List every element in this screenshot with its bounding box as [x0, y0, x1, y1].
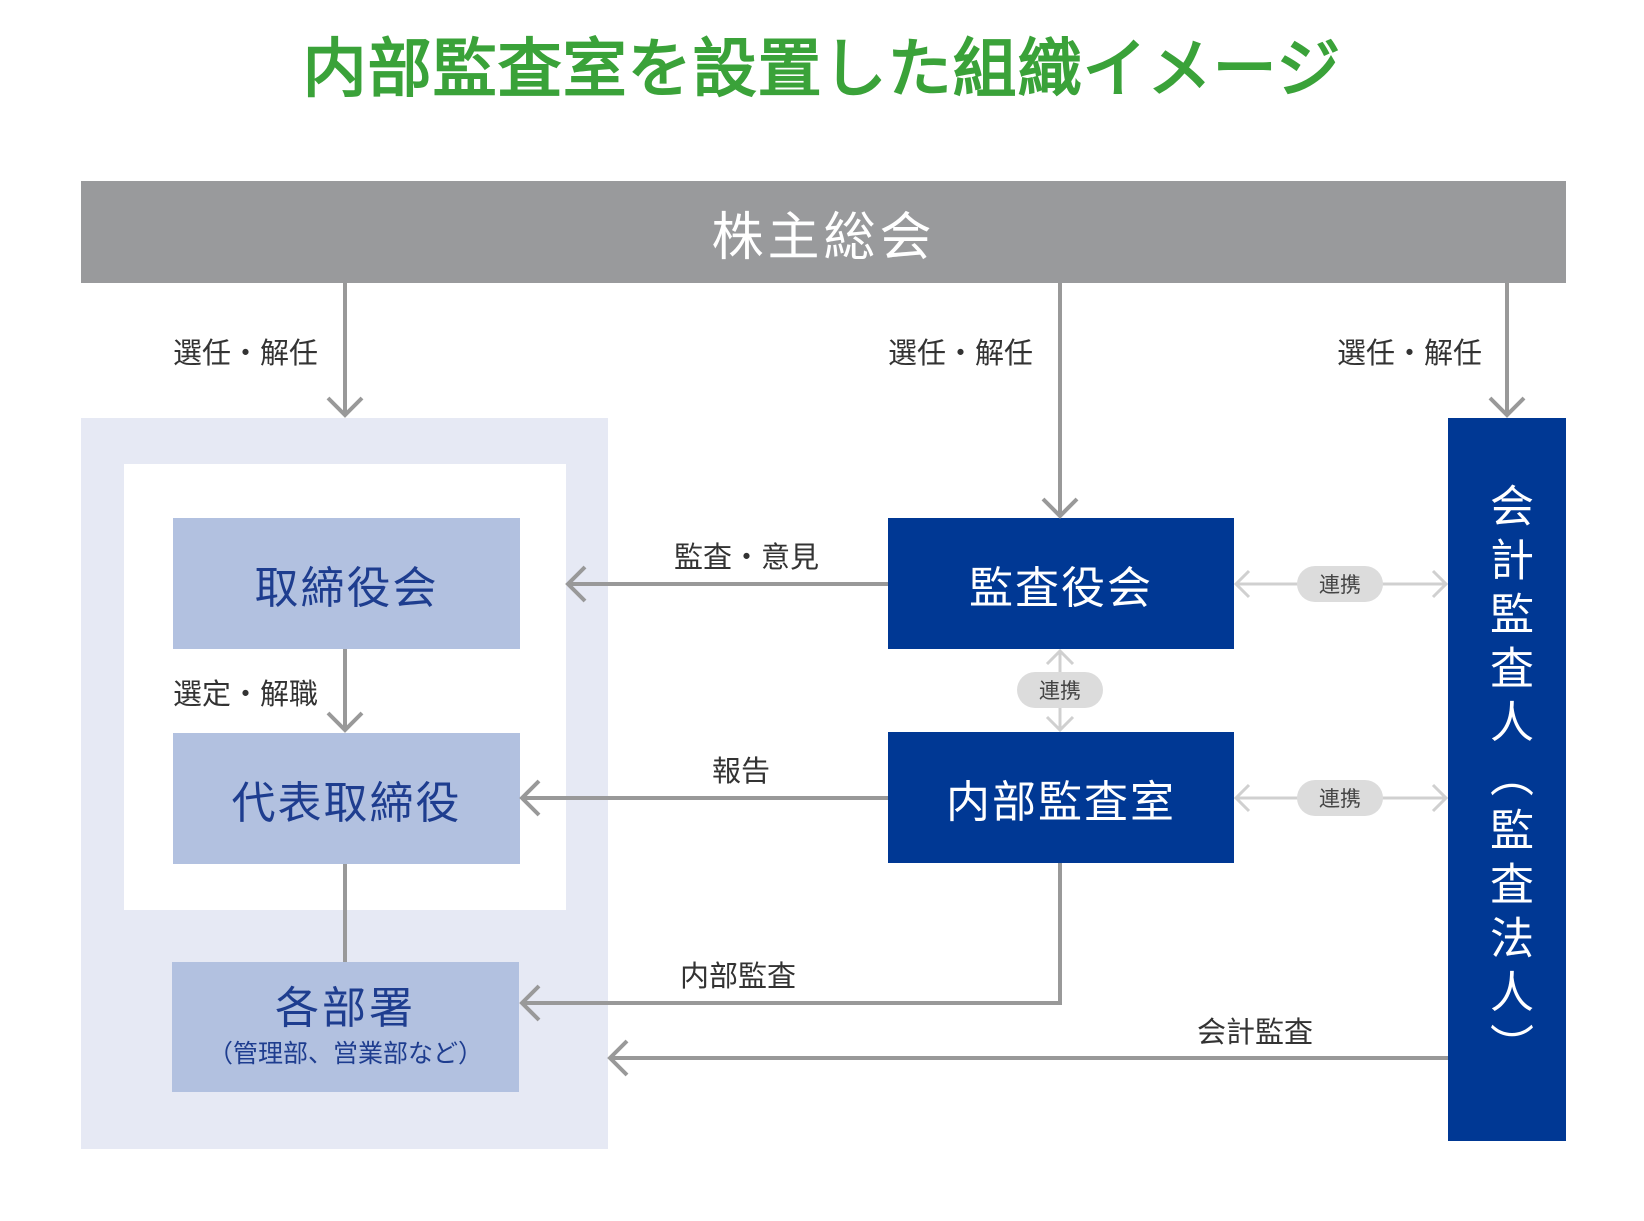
label-accounting-audit: 会計監査 [1197, 1015, 1314, 1049]
audit-board-box: 監査役会 [888, 518, 1234, 649]
departments-label: 各部署 [275, 983, 416, 1034]
arrowhead-internal-audit-to-ceo [519, 779, 541, 817]
internal-audit-label: 内部監査室 [946, 776, 1176, 828]
board-of-directors-box: 取締役会 [173, 518, 520, 649]
label-appoint-auditor: 選任・解任 [1337, 336, 1483, 370]
arrowhead-board-to-ceo [326, 711, 364, 733]
diagram-title: 内部監査室を設置した組織イメージ [302, 33, 1342, 107]
ceo-box: 代表取締役 [173, 733, 520, 864]
coop-badge-label: 連携 [1319, 573, 1361, 597]
departments-box: 各部署 （管理部、営業部など） [172, 962, 519, 1092]
arrowhead-gm-to-auditor [1488, 396, 1526, 418]
coop-badge-internal-auditor: 連携 [1297, 780, 1383, 816]
coop-arrowhead-right-3 [1431, 783, 1449, 813]
departments-note: （管理部、営業部など） [207, 1039, 483, 1068]
coop-badge-audit-board-auditor: 連携 [1297, 566, 1383, 602]
coop-badge-label: 連携 [1319, 787, 1361, 811]
general-meeting-bar: 株主総会 [81, 181, 1566, 283]
label-audit-opinion: 監査・意見 [674, 540, 820, 574]
label-select-ceo: 選定・解職 [173, 677, 319, 711]
board-of-directors-label: 取締役会 [254, 562, 439, 614]
coop-badge-label: 連携 [1039, 679, 1081, 703]
external-auditor-label: 会計監査人（監査法人） [1482, 482, 1533, 1077]
coop-arrowhead-left-3 [1233, 783, 1251, 813]
coop-arrowhead-up-2 [1045, 648, 1075, 666]
label-internal-audit: 内部監査 [680, 959, 797, 993]
arrowhead-auditor-to-departments [607, 1039, 629, 1077]
external-auditor-box: 会計監査人（監査法人） [1448, 418, 1566, 1141]
coop-arrowhead-down-2 [1045, 715, 1075, 733]
label-report: 報告 [712, 754, 771, 788]
arrowhead-internal-audit-to-departments [519, 984, 541, 1022]
ceo-label: 代表取締役 [231, 777, 462, 829]
label-appoint-audit-board: 選任・解任 [888, 336, 1034, 370]
arrowhead-gm-to-audit-board [1041, 497, 1079, 519]
arrow-internal-audit-to-departments [522, 863, 1062, 1005]
coop-arrowhead-right-1 [1431, 569, 1449, 599]
arrowhead-audit-board-to-board [565, 565, 587, 603]
label-appoint-board: 選任・解任 [173, 336, 319, 370]
general-meeting-label: 株主総会 [711, 207, 936, 268]
coop-arrowhead-left-1 [1233, 569, 1251, 599]
arrowhead-gm-to-board [326, 396, 364, 418]
coop-badge-audit-board-internal: 連携 [1017, 672, 1103, 708]
audit-board-label: 監査役会 [969, 562, 1153, 614]
internal-audit-box: 内部監査室 [888, 732, 1234, 863]
